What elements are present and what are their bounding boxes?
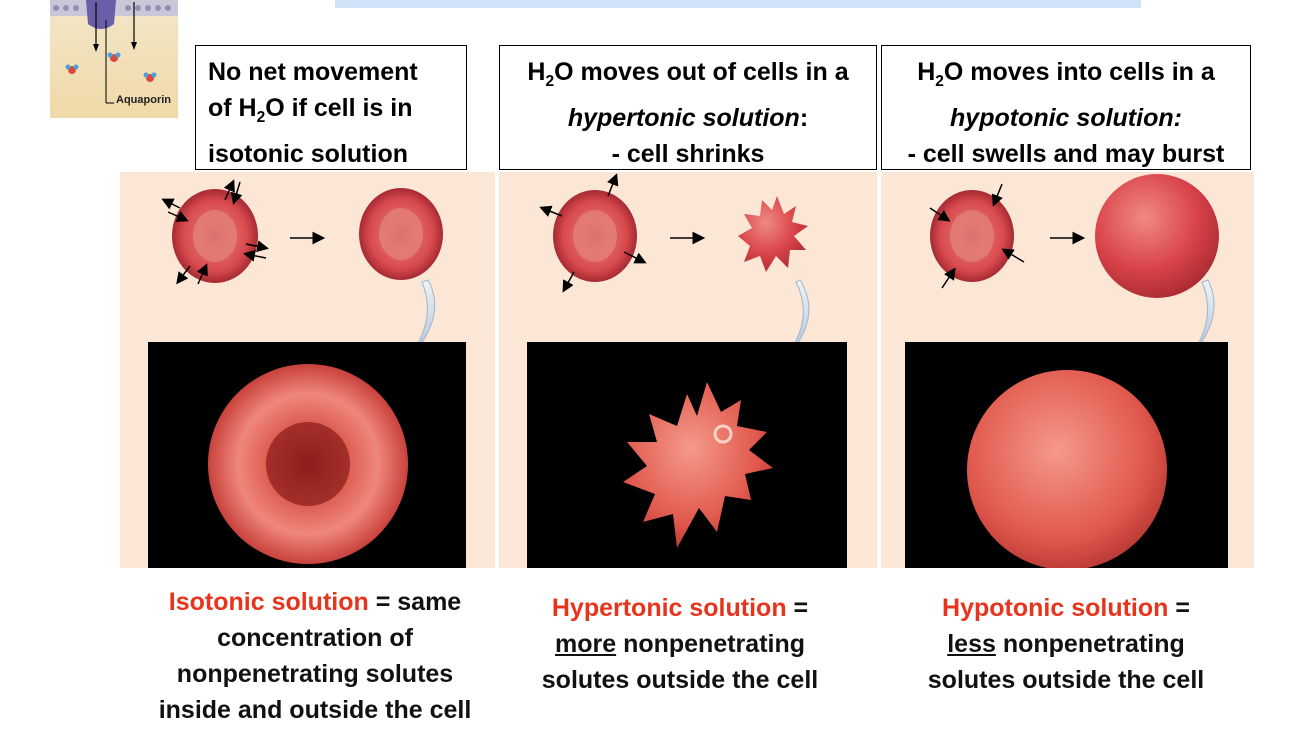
title-bar <box>335 0 1141 8</box>
term-hypertonic: Hypertonic solution <box>551 594 787 622</box>
micrograph-hypotonic <box>905 342 1228 568</box>
statement-line: No net movement <box>208 58 418 86</box>
statement-box-hypotonic: H2O moves into cells in a hypotonic solu… <box>881 45 1251 170</box>
micrograph-hypertonic <box>527 342 847 568</box>
water-arrows-hypertonic <box>539 173 647 293</box>
micrograph-isotonic <box>148 342 466 568</box>
swollen-cell <box>1095 174 1219 298</box>
rbc-isotonic-before <box>172 189 258 283</box>
rbc-hypotonic-before <box>930 190 1014 282</box>
aquaporin-inset: Aquaporin <box>50 0 178 118</box>
panel-bg-hypertonic-left <box>499 342 527 568</box>
panel-bg-hypotonic-left <box>881 342 905 568</box>
panel-bg-hypertonic-right <box>847 342 877 568</box>
statement-line: hypertonic solution: <box>567 104 809 132</box>
statement-line: isotonic solution <box>208 140 408 168</box>
caption-hypotonic: Hypotonic solution = less nonpenetrating… <box>927 594 1205 694</box>
statement-line: H2O moves out of cells in a <box>527 58 849 90</box>
statement-line: - cell shrinks <box>611 140 765 168</box>
panel-bg-isotonic-left <box>120 342 148 568</box>
statement-line: hypotonic solution: <box>950 104 1182 132</box>
term-hypotonic: Hypotonic solution <box>942 594 1169 622</box>
panel-bg-hypotonic-right <box>1228 342 1254 568</box>
statement-box-hypertonic: H2O moves out of cells in a hypertonic s… <box>499 45 877 170</box>
statement-line: - cell swells and may burst <box>907 140 1225 168</box>
statement-line: of H2O if cell is in <box>208 94 413 126</box>
aquaporin-label: Aquaporin <box>116 94 171 106</box>
rbc-hypertonic-before <box>553 190 637 282</box>
rbc-isotonic-after <box>359 188 443 280</box>
caption-hypertonic: Hypertonic solution = more nonpenetratin… <box>541 594 819 694</box>
shrunken-cell <box>738 196 808 272</box>
statement-line: H2O moves into cells in a <box>917 58 1215 90</box>
panel-bg-isotonic-right <box>466 342 495 568</box>
term-isotonic: Isotonic solution <box>168 588 369 616</box>
statement-box-isotonic: No net movement of H2O if cell is in iso… <box>195 45 467 170</box>
caption-isotonic: Isotonic solution = same concentration o… <box>158 588 472 724</box>
water-arrows-hypotonic <box>929 183 1025 289</box>
water-arrows-isotonic <box>161 179 269 285</box>
